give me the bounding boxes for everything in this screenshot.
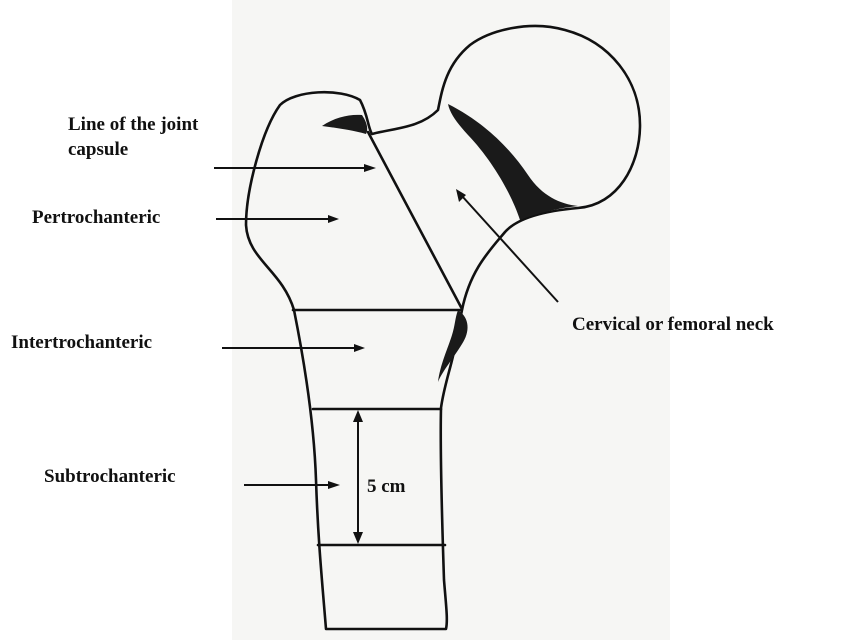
label-pertrochanteric: Pertrochanteric (32, 205, 160, 230)
label-intertrochanteric: Intertrochanteric (11, 330, 152, 355)
measurement-label: 5 cm (367, 474, 406, 499)
label-joint-capsule: Line of the joint capsule (68, 112, 198, 162)
label-cervical-neck: Cervical or femoral neck (572, 312, 774, 337)
label-subtrochanteric: Subtrochanteric (44, 464, 176, 489)
